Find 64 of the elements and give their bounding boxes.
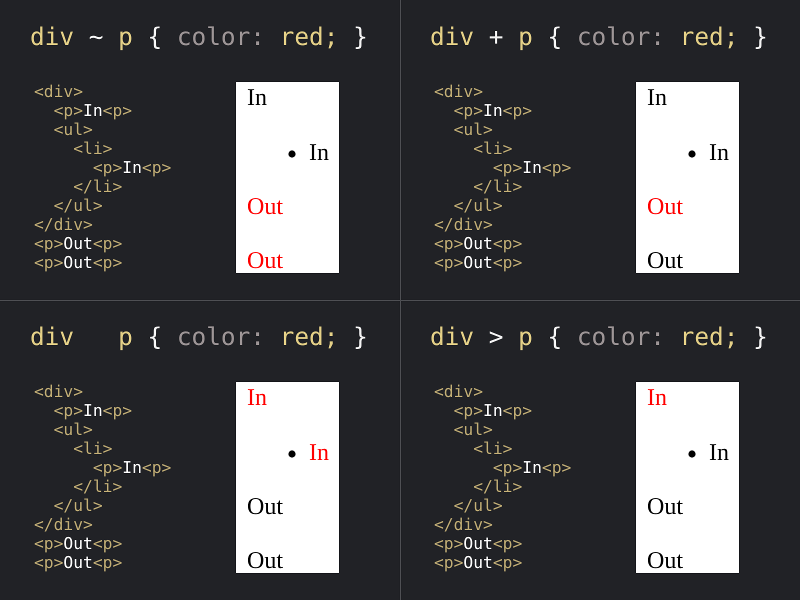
code-line: <li> xyxy=(473,139,512,158)
code-line: </ul> xyxy=(454,196,503,215)
output-text: Out xyxy=(647,493,683,521)
code-line: </ul> xyxy=(454,496,503,515)
code-line: <div> xyxy=(34,382,84,401)
code-line: <ul> xyxy=(454,420,493,439)
code-line: </div> xyxy=(434,515,493,534)
output-text: In xyxy=(309,139,329,167)
css-rule: div ~ p { color: red; } xyxy=(30,21,368,53)
code-line: <div> xyxy=(34,82,84,101)
code-line: <p>Out<p> xyxy=(34,553,122,572)
output-text: In xyxy=(247,84,267,112)
code-line: </ul> xyxy=(54,196,103,215)
code-line: <p>In<p> xyxy=(92,158,172,177)
code-line: <p>In<p> xyxy=(454,401,532,420)
code-line: <div> xyxy=(434,82,484,101)
code-line: </div> xyxy=(434,215,493,234)
output-text: Out xyxy=(647,547,683,575)
code-line: <p>Out<p> xyxy=(434,253,522,272)
code-line: <div> xyxy=(434,382,484,401)
output-text: Out xyxy=(247,193,283,221)
output-text: Out xyxy=(647,193,683,221)
output-box xyxy=(636,82,739,273)
code-line: <p>Out<p> xyxy=(34,534,122,553)
output-text: Out xyxy=(647,247,683,275)
code-line: <p>Out<p> xyxy=(34,234,122,253)
code-line: <p>Out<p> xyxy=(434,234,522,253)
code-line: </ul> xyxy=(54,496,103,515)
code-line: <ul> xyxy=(454,120,493,139)
output-text: Out xyxy=(247,247,283,275)
code-line: </li> xyxy=(473,177,522,196)
code-line: <li> xyxy=(73,439,112,458)
css-rule: div + p { color: red; } xyxy=(430,21,768,53)
css-rule: div > p { color: red; } xyxy=(430,321,768,353)
output-text: Out xyxy=(247,493,283,521)
output-box xyxy=(236,82,339,273)
code-line: </li> xyxy=(73,177,122,196)
code-line: <p>In<p> xyxy=(54,101,132,120)
output-text: In xyxy=(647,84,667,112)
output-text: In xyxy=(709,139,729,167)
code-line: <li> xyxy=(473,439,512,458)
code-line: <li> xyxy=(73,139,112,158)
output-text: Out xyxy=(247,547,283,575)
code-line: <p>In<p> xyxy=(92,458,172,477)
code-line: <ul> xyxy=(54,120,93,139)
code-line: </div> xyxy=(34,215,93,234)
code-line: <p>In<p> xyxy=(492,158,572,177)
code-line: <ul> xyxy=(54,420,93,439)
code-line: <p>In<p> xyxy=(454,101,532,120)
code-line: <p>Out<p> xyxy=(34,253,122,272)
output-text: In xyxy=(309,439,329,467)
code-line: </li> xyxy=(473,477,522,496)
code-line: <p>In<p> xyxy=(492,458,572,477)
css-rule: div p { color: red; } xyxy=(30,321,368,353)
code-line: </div> xyxy=(34,515,93,534)
code-line: <p>In<p> xyxy=(54,401,132,420)
output-text: In xyxy=(247,384,267,412)
output-text: In xyxy=(709,439,729,467)
code-line: </li> xyxy=(73,477,122,496)
output-text: In xyxy=(647,384,667,412)
output-box xyxy=(636,382,739,573)
output-box xyxy=(236,382,339,573)
code-line: <p>Out<p> xyxy=(434,553,522,572)
code-line: <p>Out<p> xyxy=(434,534,522,553)
